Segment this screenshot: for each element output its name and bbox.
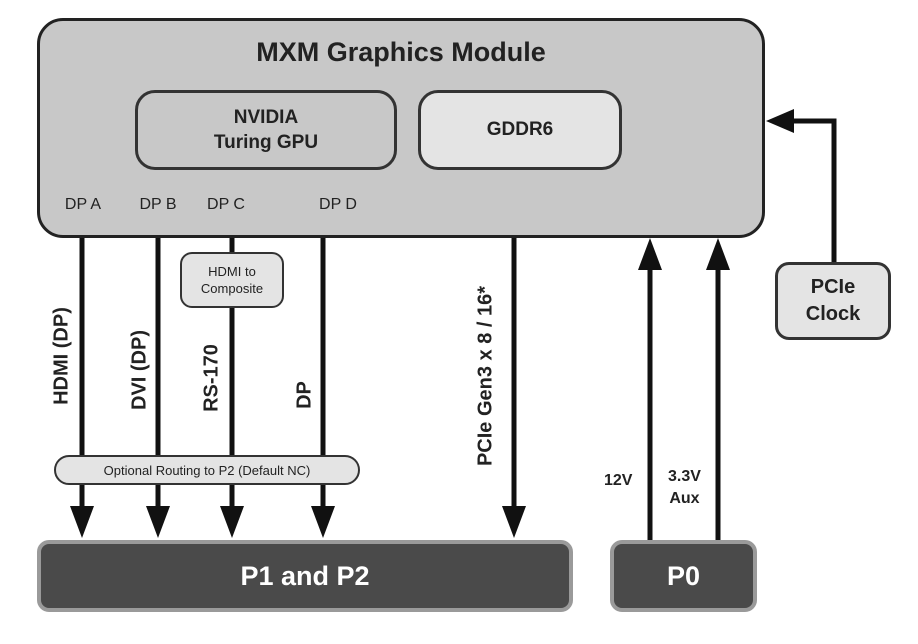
dp-a-arrow bbox=[70, 506, 94, 538]
connector-p0: P0 bbox=[610, 540, 757, 612]
dp-d-arrow bbox=[311, 506, 335, 538]
port-label-dp-a: DP A bbox=[64, 196, 102, 213]
power-12v-arrow bbox=[638, 238, 662, 270]
port-label-dp-d: DP D bbox=[319, 196, 357, 213]
pcie-clock-box: PCIe Clock bbox=[775, 262, 891, 340]
memory-label: GDDR6 bbox=[486, 119, 554, 140]
signal-label-dvi: DVI (DP) bbox=[128, 330, 151, 410]
signal-label-hdmi: HDMI (DP) bbox=[50, 307, 73, 405]
routing-note-text: Optional Routing to P2 (Default NC) bbox=[103, 462, 311, 478]
gpu-box: NVIDIA Turing GPU bbox=[135, 90, 397, 170]
port-label-dp-b: DP B bbox=[139, 196, 177, 213]
signal-label-rs170: RS-170 bbox=[200, 344, 223, 412]
power-33v-label-line1: 3.3V bbox=[668, 468, 701, 485]
pcie-arrow bbox=[502, 506, 526, 538]
dp-c-arrow bbox=[220, 506, 244, 538]
pcie-clock-line bbox=[792, 118, 837, 264]
optional-routing-note: Optional Routing to P2 (Default NC) bbox=[54, 455, 360, 485]
pcie-clock-line2: Clock bbox=[805, 303, 861, 325]
signal-label-dp: DP bbox=[293, 381, 316, 409]
converter-line1: HDMI to bbox=[208, 264, 256, 279]
signal-label-pcie: PCIe Gen3 x 8 / 16* bbox=[474, 285, 497, 467]
port-label-dp-c: DP C bbox=[207, 196, 245, 213]
dp-b-arrow bbox=[146, 506, 170, 538]
module-title: MXM Graphics Module bbox=[256, 37, 546, 67]
connector-p1-p2: P1 and P2 bbox=[37, 540, 573, 612]
gpu-label-line2: Turing GPU bbox=[213, 132, 319, 153]
connector-p0-label: P0 bbox=[666, 560, 701, 591]
power-33v-label: 3.3V Aux bbox=[668, 466, 701, 510]
converter-line2: Composite bbox=[200, 281, 264, 296]
memory-box: GDDR6 bbox=[418, 90, 622, 170]
pcie-clock-arrow bbox=[766, 109, 794, 133]
power-33v-arrow bbox=[706, 238, 730, 270]
power-12v-label: 12V bbox=[604, 472, 633, 489]
connector-p1-p2-label: P1 and P2 bbox=[240, 560, 370, 591]
power-33v-label-line2: Aux bbox=[669, 490, 700, 507]
pcie-clock-line1: PCIe bbox=[810, 276, 856, 298]
gpu-label-line1: NVIDIA bbox=[233, 107, 299, 128]
hdmi-to-composite-converter: HDMI to Composite bbox=[180, 252, 284, 308]
